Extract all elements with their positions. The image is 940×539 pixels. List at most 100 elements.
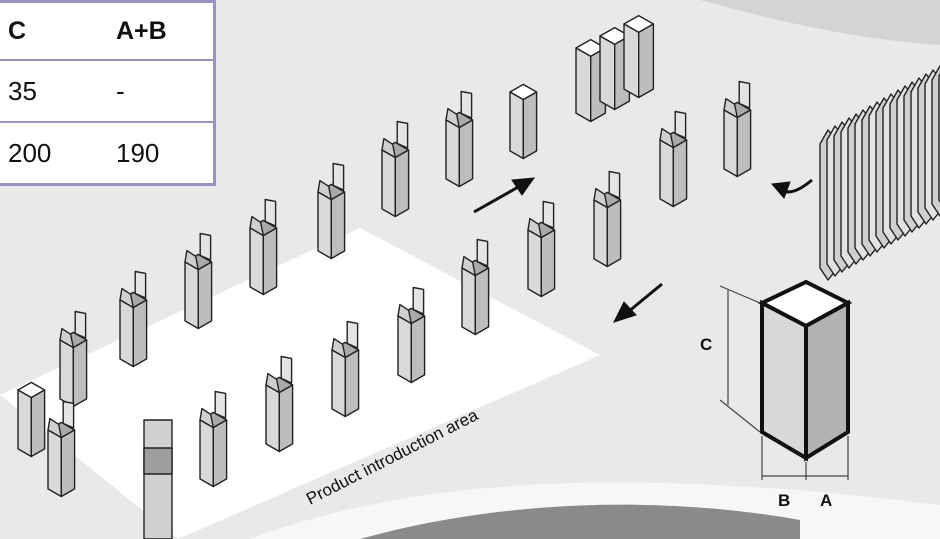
carton-front (509, 91, 524, 160)
dim-box-right (804, 299, 850, 462)
carton (599, 26, 631, 111)
carton (59, 310, 88, 408)
carton-front (527, 229, 542, 298)
carton (199, 390, 228, 488)
flow-arrows (473, 177, 813, 323)
table-cell-row1-c: 35 (0, 61, 108, 123)
carton-flap-back (280, 355, 293, 384)
carton-front (575, 47, 592, 123)
carton-side (410, 315, 426, 384)
carton-side (262, 227, 278, 296)
carton (331, 320, 360, 418)
carton-flap-back (542, 200, 555, 229)
table-cell-row1-ab: - (108, 61, 213, 123)
carton (461, 238, 490, 336)
carton (249, 198, 278, 296)
carton (119, 270, 148, 368)
carton-front (381, 149, 396, 218)
flat-blank (931, 65, 940, 217)
carton (527, 200, 556, 298)
dim-label-c: C (700, 335, 712, 354)
carton-front (623, 23, 640, 99)
carton-flap-back (412, 286, 425, 315)
carton-side (474, 267, 490, 336)
carton-front (199, 419, 215, 488)
carton-side (278, 384, 294, 453)
background-band-top (700, 0, 940, 45)
carton-front (59, 339, 75, 408)
carton-front (659, 139, 674, 208)
carton-front (184, 261, 200, 330)
background-band-bottom-dark (360, 504, 800, 539)
carton-flap-back (460, 90, 473, 119)
carton-front (47, 429, 62, 498)
arrow-up-right-head (511, 177, 536, 196)
carton-flap-back (74, 310, 87, 339)
carton-flap-back (476, 238, 489, 267)
carton-flap-back (332, 162, 345, 191)
carton-side (197, 261, 213, 330)
carton-front (331, 349, 346, 418)
carton-side (394, 149, 410, 218)
spec-table: C A+B 35 - 200 190 (0, 0, 216, 186)
carton-flap-back (62, 400, 75, 429)
carton-tall-body (143, 419, 173, 539)
carton-front (599, 35, 616, 111)
carton-flap-back (199, 232, 212, 261)
carton-side (72, 339, 88, 408)
table-cell-row2-c: 200 (8, 137, 52, 168)
arrow-down-left-head (613, 301, 637, 323)
arrow-down-left (627, 282, 663, 314)
carton-front (119, 299, 135, 368)
carton-flap-back (674, 110, 687, 139)
carton-side (330, 191, 346, 260)
carton (17, 381, 46, 458)
carton (397, 286, 426, 384)
carton (317, 162, 346, 260)
carton-front (445, 119, 460, 188)
carton (47, 400, 76, 498)
dim-box-left (760, 299, 808, 462)
carton-side (344, 349, 360, 418)
carton (659, 110, 688, 208)
arrow-curved-feed-head (771, 181, 791, 199)
carton (265, 355, 294, 453)
dim-label-b: B (778, 491, 790, 510)
table-header-c: C (0, 3, 108, 61)
carton-side (736, 109, 752, 178)
carton-front (593, 199, 608, 268)
carton-side (30, 389, 46, 458)
carton-front (265, 384, 280, 453)
carton (723, 80, 752, 178)
carton-side (672, 139, 688, 208)
carton-front (317, 191, 332, 260)
carton-side (638, 23, 655, 99)
carton-side (60, 429, 76, 498)
carton (509, 83, 538, 160)
carton-side (522, 91, 538, 160)
carton-flap-back (738, 80, 751, 109)
carton-flap-back (264, 198, 277, 227)
carton (593, 170, 622, 268)
carton-front (723, 109, 738, 178)
carton-sequence (17, 14, 752, 539)
dim-label-a: A (820, 491, 832, 510)
carton-flap-back (396, 120, 409, 149)
carton-tall (143, 419, 173, 539)
carton-flap-back (608, 170, 621, 199)
carton-flap-back (214, 390, 227, 419)
carton (623, 14, 655, 99)
carton (381, 120, 410, 218)
arrow-up-right (473, 184, 521, 214)
carton-front (461, 267, 476, 336)
carton (445, 90, 474, 188)
carton-side (132, 299, 148, 368)
carton-front (17, 389, 32, 458)
carton-side (606, 199, 622, 268)
carton-front (249, 227, 264, 296)
carton-tall-band (143, 447, 173, 475)
table-header-a-plus-b: A+B (108, 3, 213, 61)
carton-side (540, 229, 556, 298)
carton-flap-back (134, 270, 147, 299)
